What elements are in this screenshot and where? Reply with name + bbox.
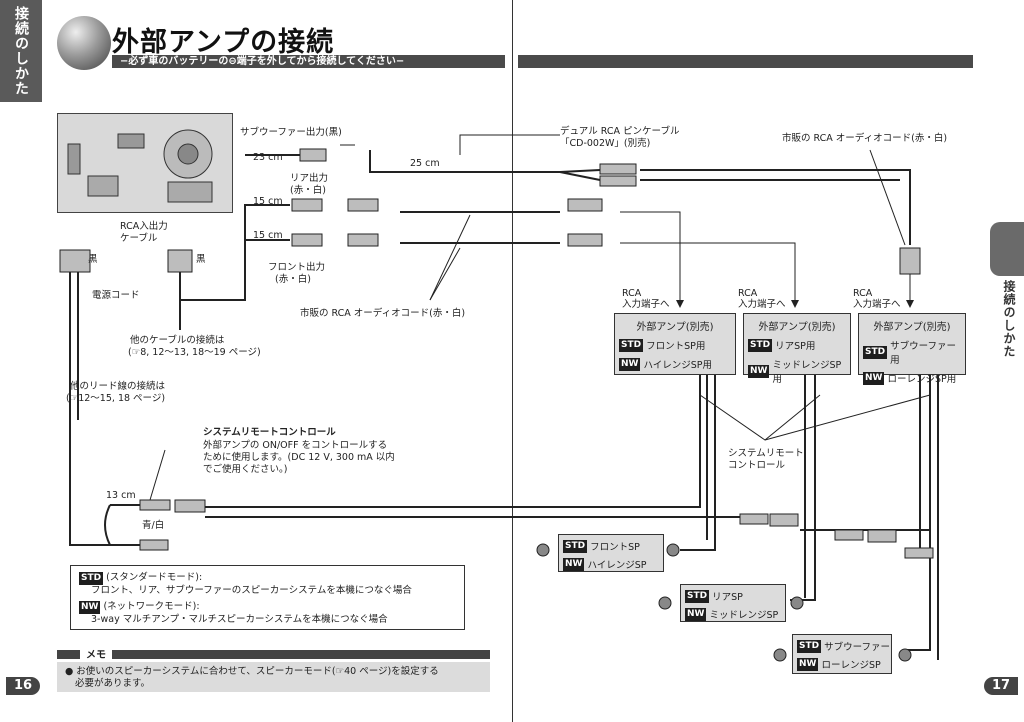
- nw-mode-line1: (ネットワークモード):: [103, 601, 200, 612]
- commercial-rca-label-mid: 市販の RCA オーディオコード(赤・白): [300, 308, 466, 319]
- page-divider: [512, 0, 513, 722]
- speaker-nw-name: ローレンジSP: [821, 660, 881, 671]
- amp-std-use: リアSP用: [775, 341, 816, 352]
- system-remote-right-1: システムリモート: [728, 448, 804, 459]
- rca-input-label-c: RCA: [853, 288, 873, 299]
- std-tag: STD: [79, 572, 104, 585]
- side-tab-right: [990, 222, 1024, 276]
- system-remote-desc-1: 外部アンプの ON/OFF をコントロールする: [203, 440, 388, 451]
- side-section-tab: 接続のしかた: [0, 0, 42, 102]
- black-label-1: 黒: [88, 254, 98, 265]
- subtitle-bar-right: [518, 55, 973, 68]
- rear-output-label: リア出力: [290, 173, 329, 184]
- black-label-2: 黒: [196, 254, 206, 265]
- nw-tag: NW: [685, 607, 707, 621]
- length-13-label: 13 cm: [106, 490, 136, 501]
- memo-text-1: ● お使いのスピーカーシステムに合わせて、スピーカーモード(☞40 ページ)を設…: [65, 666, 439, 677]
- length-15b-label: 15 cm: [253, 230, 283, 241]
- front-output-label: フロント出力: [268, 262, 326, 273]
- amp-title: 外部アンプ(別売): [758, 322, 836, 333]
- std-tag: STD: [563, 539, 588, 553]
- page-number-right: 17: [984, 677, 1018, 695]
- blue-white-label: 青/白: [142, 520, 165, 531]
- std-tag: STD: [748, 338, 773, 352]
- subwoofer-output-label: サブウーファー出力(黒): [240, 127, 342, 138]
- nw-tag: NW: [563, 557, 585, 571]
- rca-io-label: RCA入出力: [120, 221, 168, 232]
- speaker-nw-name: ハイレンジSP: [587, 560, 647, 571]
- speaker-nw-name: ミッドレンジSP: [709, 610, 779, 621]
- system-remote-desc-2: ために使用します。(DC 12 V, 300 mA 以内: [203, 452, 395, 463]
- memo-box: ● お使いのスピーカーシステムに合わせて、スピーカーモード(☞40 ページ)を設…: [57, 662, 490, 692]
- amp-nw-use: ローレンジSP用: [887, 374, 957, 385]
- dual-rca-model: 「CD-002W」(別売): [560, 138, 651, 149]
- std-mode-line2: フロント、リア、サブウーファーのスピーカーシステムを本機につなぐ場合: [91, 585, 412, 596]
- system-remote-desc-3: でご使用ください。): [203, 464, 288, 475]
- side-tab-right-label: 接続のしかた: [1002, 280, 1016, 358]
- title-circle-decoration: [57, 16, 111, 70]
- nw-tag: NW: [863, 371, 885, 385]
- length-15a-label: 15 cm: [253, 196, 283, 207]
- rca-io-cable-label: ケーブル: [120, 233, 158, 244]
- rca-input-to-c: 入力端子へ: [853, 299, 901, 310]
- amp-nw-use: ハイレンジSP用: [643, 360, 713, 371]
- memo-label: メモ: [80, 646, 112, 661]
- std-tag: STD: [863, 345, 888, 359]
- other-lead-label: 他のリード線の接続は: [70, 381, 166, 392]
- std-tag: STD: [619, 338, 644, 352]
- nw-tag: NW: [748, 364, 770, 378]
- rca-input-label-b: RCA: [738, 288, 758, 299]
- rca-input-label-a: RCA: [622, 288, 642, 299]
- nw-tag: NW: [79, 601, 101, 614]
- amp-nw-use: ミッドレンジSP用: [772, 360, 842, 385]
- mode-legend: STD(スタンダードモード): フロント、リア、サブウーファーのスピーカーシステ…: [70, 565, 465, 630]
- speaker-std-name: リアSP: [712, 592, 743, 603]
- subtitle-bar: −必ず車のバッテリーの⊖端子を外してから接続してください−: [112, 55, 505, 68]
- nw-tag: NW: [797, 657, 819, 671]
- other-lead-pages: (☞12～15, 18 ページ): [66, 393, 166, 404]
- memo-text-2: 必要があります。: [75, 678, 151, 689]
- page-number-left: 16: [6, 677, 40, 695]
- head-unit-rear-panel: [57, 113, 233, 213]
- amp-title: 外部アンプ(別売): [636, 322, 714, 333]
- front-output-color: (赤・白): [275, 274, 311, 285]
- amp-std-use: サブウーファー用: [890, 341, 957, 366]
- length-23-label: 23 cm: [253, 152, 283, 163]
- std-tag: STD: [685, 589, 710, 603]
- dual-rca-label: デュアル RCA ピンケーブル: [560, 126, 680, 137]
- amp-std-use: フロントSP用: [646, 341, 706, 352]
- rca-input-to-a: 入力端子へ: [622, 299, 670, 310]
- commercial-rca-label-top: 市販の RCA オーディオコード(赤・白): [782, 133, 948, 144]
- nw-mode-line2: 3-way マルチアンプ・マルチスピーカーシステムを本機につなぐ場合: [91, 614, 388, 625]
- rear-output-color: (赤・白): [290, 185, 326, 196]
- power-cord-label: 電源コード: [92, 290, 140, 301]
- memo-bar: [57, 650, 490, 659]
- std-mode-line1: (スタンダードモード):: [106, 572, 203, 583]
- speaker-std-name: フロントSP: [590, 542, 640, 553]
- system-remote-right-2: コントロール: [728, 460, 786, 471]
- speaker-std-name: サブウーファー: [824, 642, 891, 653]
- length-25-label: 25 cm: [410, 158, 440, 169]
- system-remote-title: システムリモートコントロール: [203, 427, 336, 438]
- other-cable-pages: (☞8, 12～13, 18～19 ページ): [128, 347, 261, 358]
- page-title: 外部アンプの接続: [112, 27, 335, 58]
- std-tag: STD: [797, 639, 822, 653]
- nw-tag: NW: [619, 357, 641, 371]
- rca-input-to-b: 入力端子へ: [738, 299, 786, 310]
- amp-title: 外部アンプ(別売): [873, 322, 951, 333]
- other-cable-label: 他のケーブルの接続は: [130, 335, 225, 346]
